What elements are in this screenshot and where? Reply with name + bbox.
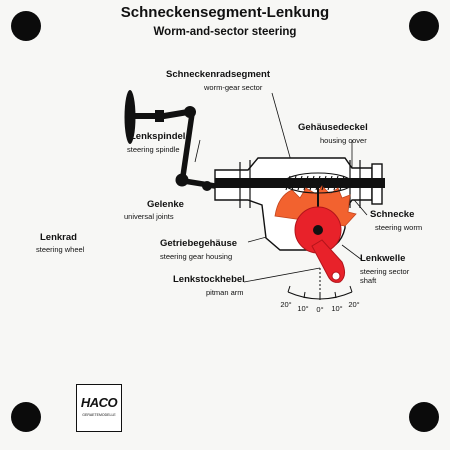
label-universal-joints-en: universal joints <box>124 212 174 221</box>
label-sector-shaft-en: steering sector shaft <box>360 267 410 285</box>
label-worm-gear-sector-en: worm-gear sector <box>204 83 263 92</box>
title-english: Worm-and-sector steering <box>153 26 297 38</box>
scale-tick-label: 20° <box>348 300 359 309</box>
label-universal-joints: Gelenke <box>147 199 184 210</box>
scale-tick-label: 20° <box>280 300 291 309</box>
label-steering-spindle: Lenkspindel <box>130 131 186 142</box>
label-steering-wheel: Lenkrad <box>40 232 77 243</box>
angle-scale <box>287 268 353 300</box>
logo-subtitle: GERAETEMODELLE <box>82 413 116 417</box>
label-steering-worm-en: steering worm <box>375 223 423 232</box>
steering-wheel-drawing <box>124 90 164 144</box>
mounting-hole-bottom-right <box>409 402 439 432</box>
steering-spindle-drawing <box>161 106 218 191</box>
mounting-hole-bottom-left <box>11 402 41 432</box>
label-sector-shaft: Lenkwelle <box>360 253 406 264</box>
sector-shaft-center <box>313 225 323 235</box>
label-housing-cover-en: housing cover <box>320 136 367 145</box>
scale-tick-label: 0° <box>316 305 323 314</box>
label-steering-spindle-en: steering spindle <box>127 145 180 154</box>
label-pitman-arm-en: pitman arm <box>206 288 244 297</box>
label-pitman-arm: Lenkstockhebel <box>173 274 245 285</box>
scale-tick-label: 10° <box>297 304 308 313</box>
scale-tick-label: 10° <box>331 304 342 313</box>
label-steering-worm: Schnecke <box>370 209 415 220</box>
mounting-hole-top-left <box>11 11 41 41</box>
label-steering-wheel-en: steering wheel <box>36 245 85 254</box>
title-german: Schneckensegment-Lenkung <box>120 4 330 21</box>
label-worm-gear-sector: Schneckenradsegment <box>166 69 271 80</box>
mounting-hole-top-right <box>409 11 439 41</box>
logo-brand: HACO <box>80 395 118 410</box>
label-housing-cover: Gehäusedeckel <box>298 122 368 133</box>
haco-logo: HACO GERAETEMODELLE <box>76 384 122 432</box>
label-gear-housing: Getriebegehäuse <box>160 238 238 249</box>
label-gear-housing-en: steering gear housing <box>160 252 233 261</box>
pitman-arm-drawing <box>311 239 346 283</box>
